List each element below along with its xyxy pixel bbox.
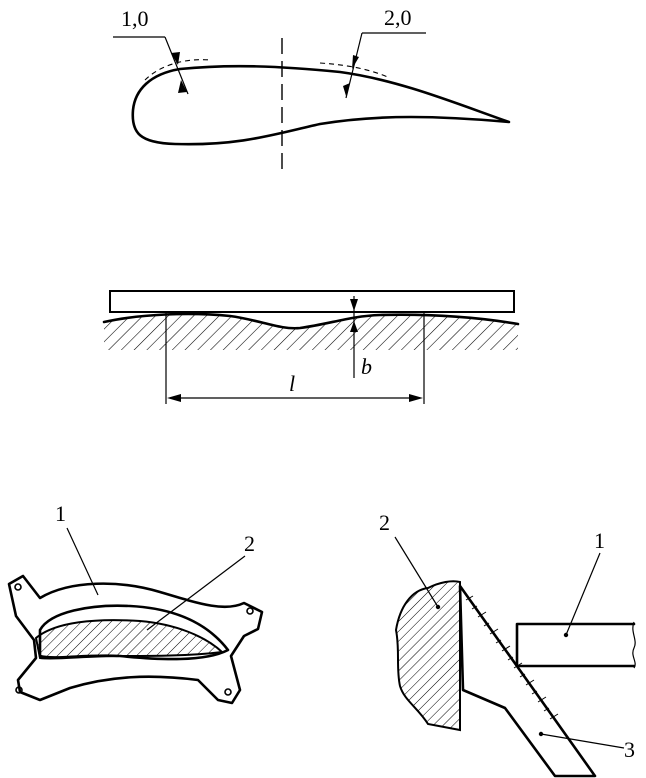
leader-left-diagonal — [164, 36, 189, 95]
gauge-figure: 2 1 3 — [379, 510, 636, 778]
arrow-right-outer — [352, 55, 359, 69]
airfoil-profile — [131, 64, 511, 146]
gap-arrow-bottom — [350, 321, 358, 332]
leader-fixture-2 — [146, 555, 246, 631]
thickness-label-right: 2,0 — [384, 5, 412, 30]
leader-gauge-3 — [540, 733, 625, 749]
ruler-scale-ticks — [465, 595, 559, 720]
gauge-label-2: 2 — [379, 510, 390, 535]
gap-arrow-top — [350, 299, 358, 311]
gauge-label-1: 1 — [594, 528, 605, 553]
gap-label-b: b — [361, 354, 372, 379]
straightedge-bar — [109, 290, 515, 313]
leader-gauge-2 — [394, 536, 439, 608]
fixture-figure: 1 2 — [7, 501, 264, 705]
bar-part — [515, 622, 636, 668]
tolerance-arc-right — [319, 62, 391, 79]
fixture-frame — [7, 574, 264, 705]
length-arrow-right — [409, 394, 423, 402]
bolt-hole-1 — [14, 583, 22, 591]
straightedge-figure: b l — [102, 290, 520, 404]
bolt-hole-4 — [224, 688, 232, 696]
bar-break-line — [632, 621, 636, 669]
workpiece-hatched — [394, 580, 461, 732]
arrow-left-outer — [171, 52, 180, 65]
bolt-hole-3 — [15, 686, 23, 694]
tolerance-arc-left — [144, 59, 211, 81]
fixture-label-2: 2 — [244, 531, 255, 556]
bolt-hole-2 — [246, 607, 254, 615]
surface-hatching — [104, 314, 518, 350]
length-label-l: l — [289, 371, 295, 396]
leader-gauge-1 — [565, 552, 601, 636]
thickness-label-left: 1,0 — [121, 6, 149, 31]
fixture-label-1: 1 — [55, 501, 66, 526]
measured-surface — [102, 312, 520, 330]
length-arrow-left — [167, 394, 181, 402]
arrow-right-inner — [343, 83, 350, 96]
gauge-label-3: 3 — [624, 737, 635, 762]
airfoil-figure: 1,0 2,0 — [113, 5, 511, 176]
arrow-left-inner — [178, 80, 187, 93]
leader-fixture-1 — [66, 527, 99, 596]
blade-section-hatched — [34, 619, 225, 660]
ruler-body — [458, 584, 597, 778]
